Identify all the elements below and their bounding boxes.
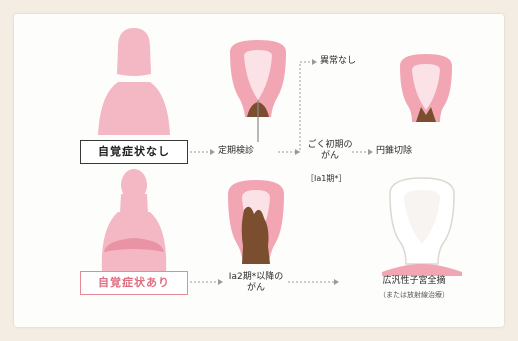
uterus-conization-figure	[400, 54, 452, 122]
uterus-hysterectomy-figure	[382, 177, 462, 276]
no-abnormality-label: 異常なし	[320, 56, 357, 66]
uterus-advanced-figure	[228, 180, 284, 264]
early-cancer-label: ごく初期のがん	[307, 140, 353, 162]
no-symptoms-box: 自覚症状なし	[80, 140, 188, 164]
diagram-card: 自覚症状なし 定期検診 異常なし ごく初期のがん ［Ia1期*］ 円錐切除 自覚…	[14, 14, 504, 327]
early-stage-label: ［Ia1期*］	[306, 174, 347, 183]
advanced-cancer-label: Ia2期*以降のがん	[228, 272, 284, 294]
symptoms-box: 自覚症状あり	[80, 271, 188, 295]
flow-arrowheads	[210, 59, 373, 285]
woman-silhouette-bottom	[101, 169, 167, 272]
uterus-exam-figure	[230, 40, 286, 142]
flow-lines	[190, 61, 368, 283]
regular-exam-label: 定期検診	[218, 146, 255, 156]
hysterectomy-label: 広汎性子宮全摘	[382, 276, 446, 286]
woman-silhouette-top	[98, 28, 170, 135]
symptoms-label: 自覚症状あり	[98, 276, 170, 289]
diagram-artwork	[98, 28, 462, 285]
conization-label: 円錐切除	[376, 146, 413, 156]
no-symptoms-label: 自覚症状なし	[98, 145, 170, 158]
radiotherapy-note: （または放射線治療）	[379, 291, 449, 299]
